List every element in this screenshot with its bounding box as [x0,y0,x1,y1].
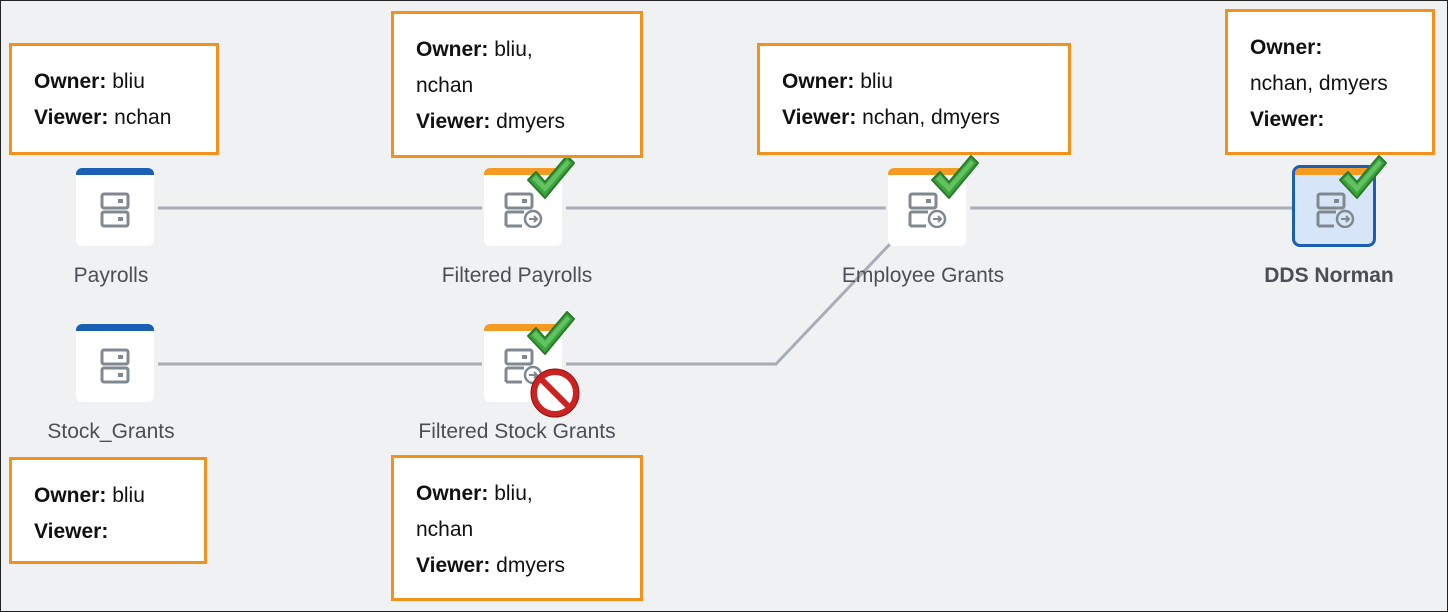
node-label-payrolls: Payrolls [73,264,149,287]
viewer-key: Viewer: [1250,108,1325,131]
edge-filtered-stock-grants-to-employee-grants [566,242,892,366]
permissions-filtered-payrolls: Owner: bliu, nchan Viewer: dmyers [391,11,643,158]
owner-value: bliu, [494,482,533,505]
permissions-stock-grants: Owner: bliu Viewer: [9,457,207,564]
node-header-bar [484,168,562,175]
node-stock-grants[interactable] [76,324,154,402]
owner-key: Owner: [34,484,107,507]
viewer-value: dmyers [496,110,566,133]
node-payrolls[interactable] [76,168,154,246]
owner-key: Owner: [416,38,489,61]
prohibited-icon [530,368,580,418]
node-label-stock-grants: Stock_Grants [47,420,175,443]
owner-value: bliu [860,70,893,93]
checkmark-icon [931,155,979,199]
node-header-bar [888,168,966,175]
owner-value: bliu [112,70,145,93]
node-label-dds-norman: DDS Norman [1264,264,1394,287]
owner-value-cont: nchan [416,518,474,541]
node-label-employee-grants: Employee Grants [841,264,1005,287]
owner-key: Owner: [34,70,107,93]
viewer-key: Viewer: [34,106,109,129]
viewer-value: dmyers [496,554,566,577]
owner-value: nchan, dmyers [1250,72,1388,95]
owner-key: Owner: [416,482,489,505]
permissions-payrolls: Owner: bliu Viewer: nchan [9,43,219,155]
node-header-bar [484,324,562,331]
permissions-employee-grants: Owner: bliu Viewer: nchan, dmyers [757,43,1071,155]
viewer-key: Viewer: [416,110,491,133]
derived-dataset-icon [908,192,947,228]
node-header-bar [1295,168,1373,175]
derived-dataset-icon [1316,192,1355,228]
permissions-dds-norman: Owner: nchan, dmyers Viewer: [1225,9,1435,155]
viewer-value: nchan [114,106,172,129]
permissions-filtered-stock-grants: Owner: bliu, nchan Viewer: dmyers [391,455,643,601]
derived-dataset-icon [504,348,543,384]
owner-value: bliu [112,484,145,507]
owner-value-cont: nchan [416,74,474,97]
node-header-bar [76,168,154,175]
viewer-value: nchan, dmyers [862,106,1000,129]
node-header-bar [76,324,154,331]
checkmark-icon [527,155,575,199]
owner-value: bliu, [494,38,533,61]
node-filtered-payrolls[interactable] [484,168,562,246]
checkmark-icon [527,311,575,355]
dataset-icon [100,348,130,384]
checkmark-icon [1339,155,1387,199]
node-label-filtered-stock-grants: Filtered Stock Grants [418,420,616,443]
dataset-icon [100,192,130,228]
owner-key: Owner: [782,70,855,93]
viewer-key: Viewer: [416,554,491,577]
node-label-filtered-payrolls: Filtered Payrolls [441,264,593,287]
owner-key: Owner: [1250,36,1323,59]
derived-dataset-icon [504,192,543,228]
viewer-key: Viewer: [34,520,109,543]
viewer-key: Viewer: [782,106,857,129]
